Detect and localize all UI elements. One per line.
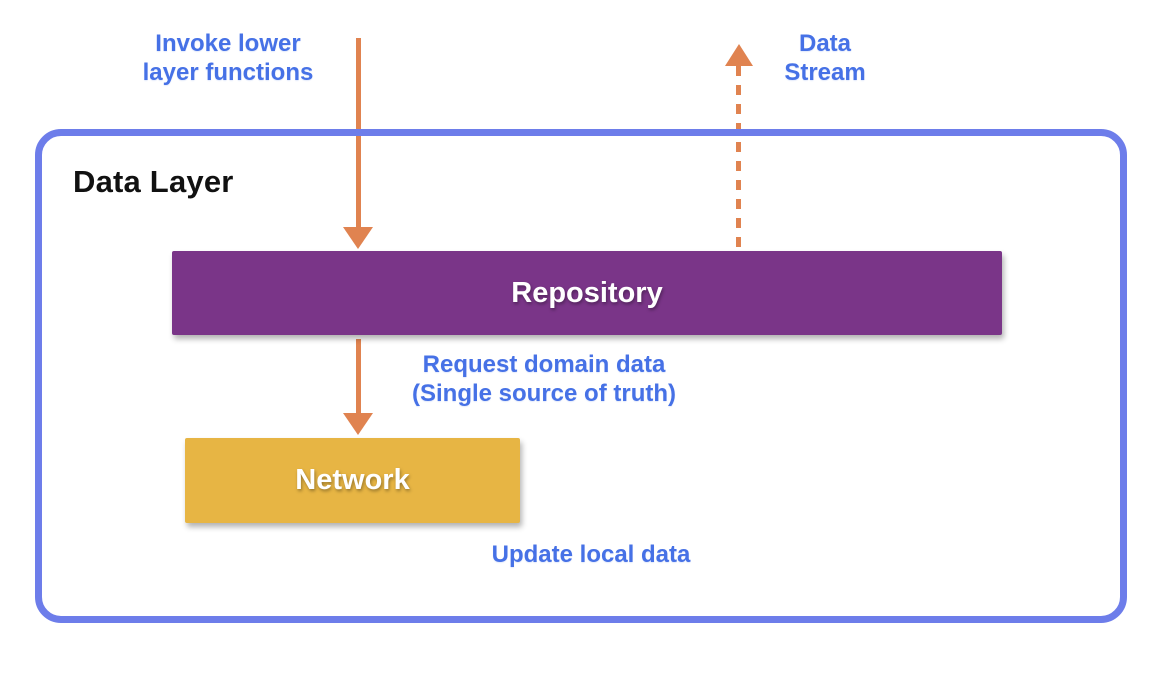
label-update-local-data: Update local data [491, 541, 691, 568]
data-stream-arrow-head-icon [725, 44, 753, 66]
invoke-arrow-head-icon [343, 227, 373, 249]
label-request-domain-data: Request domain data (Single source of tr… [412, 351, 676, 407]
label-data-stream: Data Stream [784, 30, 866, 86]
repository-box: Repository [172, 251, 1002, 335]
request-arrow-head-icon [343, 413, 373, 435]
data-layer-title: Data Layer [73, 164, 234, 199]
network-box: Network [185, 438, 520, 523]
network-label: Network [295, 464, 410, 496]
repository-label: Repository [511, 276, 663, 309]
data-layer-container: Data Layer [35, 129, 1127, 623]
request-arrow-line [356, 339, 361, 414]
label-invoke-lower-layer-functions: Invoke lower layer functions [142, 30, 314, 86]
data-stream-arrow-line [736, 66, 741, 250]
